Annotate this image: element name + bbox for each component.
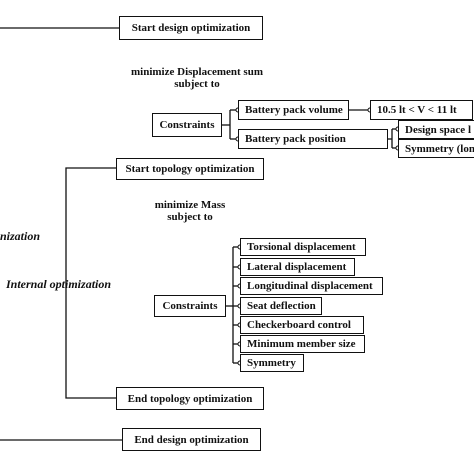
battery-volume-box: Battery pack volume (238, 100, 349, 120)
topology-constraints-box: Constraints (154, 295, 226, 317)
start-topology-box: Start topology optimization (116, 158, 264, 180)
design-objective-line-2: subject to (174, 78, 220, 90)
symmetry-lon-box: Symmetry (lon (398, 139, 474, 158)
outer-loop-label: nization (0, 229, 41, 243)
end-design-box: End design optimization (122, 428, 261, 451)
seat-deflection-box: Seat deflection (240, 297, 322, 315)
internal-loop-label: Internal optimization (6, 277, 112, 291)
end-topology-box: End topology optimization (116, 387, 264, 410)
design-space-box: Design space l (398, 120, 474, 139)
design-constraints-box: Constraints (152, 113, 222, 137)
checkerboard-control-box: Checkerboard control (240, 316, 364, 334)
start-design-box: Start design optimization (119, 16, 263, 40)
topology-objective-line-2: subject to (167, 211, 213, 223)
topology-objective-line-1: minimize Mass (154, 199, 226, 211)
lateral-displacement-box: Lateral displacement (240, 258, 355, 276)
design-objective: minimize Displacement sum subject to (112, 66, 282, 90)
battery-position-box: Battery pack position (238, 129, 388, 149)
torsional-displacement-box: Torsional displacement (240, 238, 366, 256)
longitudinal-displacement-box: Longitudinal displacement (240, 277, 383, 295)
volume-range-box: 10.5 lt < V < 11 lt (370, 100, 473, 120)
topology-objective: minimize Mass subject to (135, 199, 245, 223)
minimum-member-size-box: Minimum member size (240, 335, 365, 353)
design-objective-line-1: minimize Displacement sum (131, 66, 263, 78)
symmetry-box: Symmetry (240, 354, 304, 372)
